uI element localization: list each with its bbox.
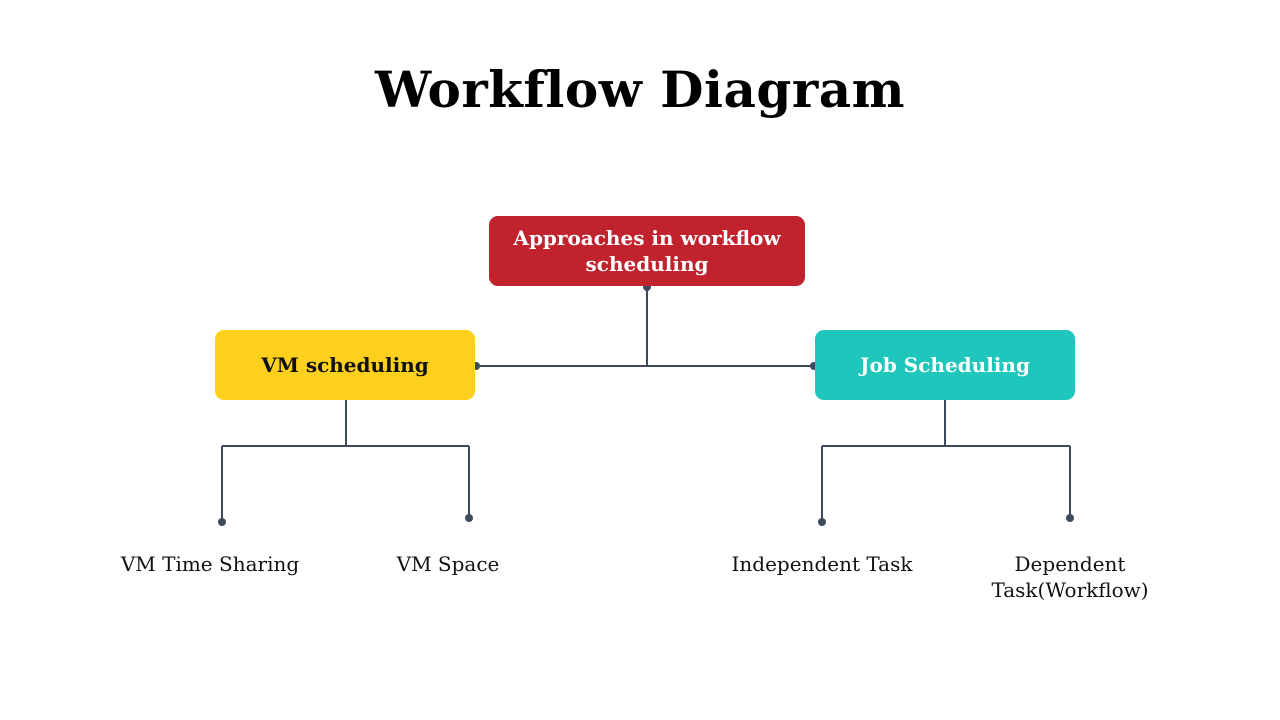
node-approaches-workflow-scheduling: Approaches in workflow scheduling bbox=[489, 216, 805, 286]
node-job-label: Job Scheduling bbox=[860, 353, 1030, 377]
node-vm-label: VM scheduling bbox=[261, 353, 429, 377]
dot-vm-time-sharing bbox=[218, 518, 226, 526]
leaf-independent-task: Independent Task bbox=[731, 552, 913, 576]
node-vm-scheduling: VM scheduling bbox=[215, 330, 475, 400]
connector-paths bbox=[221, 286, 1071, 522]
dot-independent-task bbox=[818, 518, 826, 526]
node-job-scheduling: Job Scheduling bbox=[815, 330, 1075, 400]
node-root-label: Approaches in workflow scheduling bbox=[513, 226, 781, 276]
leaf-dependent-task: Dependent Task(Workflow) bbox=[991, 552, 1149, 602]
leaf-vm-space: VM Space bbox=[396, 552, 500, 576]
leaf-vm-time-sharing: VM Time Sharing bbox=[120, 552, 300, 576]
dot-vm-space bbox=[465, 514, 473, 522]
page-title: Workflow Diagram bbox=[374, 60, 906, 119]
dot-dependent-task bbox=[1066, 514, 1074, 522]
